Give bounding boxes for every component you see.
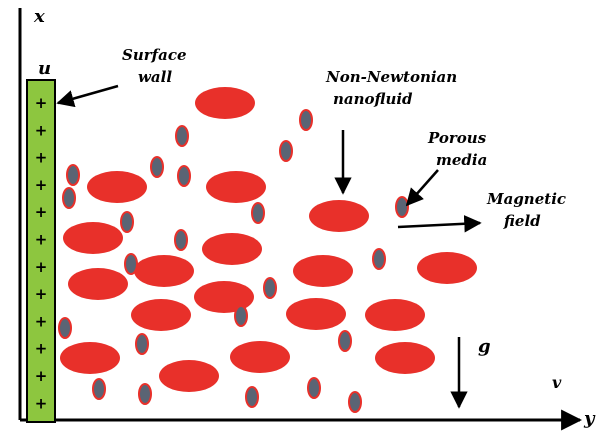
wall-plus-sign: + [35,258,48,276]
porous-media-particle [396,197,408,217]
wall-plus-sign: + [35,285,48,303]
porous-media-particle [235,306,247,326]
nanoparticle [63,222,123,254]
wall-plus-sign: + [35,394,48,412]
u-label: u [38,58,51,79]
porous-media-particle [300,110,312,130]
porous-media-particle [176,126,188,146]
porous-media-particle [125,254,137,274]
porous-media-particle [178,166,190,186]
nanoparticle [134,255,194,287]
porous-media-label-line1: Porous [427,129,487,147]
magnetic-field-label-line1: Magnetic [486,190,566,208]
porous-media-particle [63,188,75,208]
porous-media-arrow [407,170,438,205]
gravity-label: g [478,336,491,357]
nanoparticle [365,299,425,331]
wall-plus-sign: + [35,312,48,330]
porous-media-label-line2: media [436,151,487,169]
wall-plus-sign: + [35,94,48,112]
surface-wall-label-line2: wall [138,68,172,86]
porous-media-particle [175,230,187,250]
nanoparticle [375,342,435,374]
nanoparticle [60,342,120,374]
nanofluid-label-line2: nanofluid [333,90,413,108]
wall-plus-sign: + [35,367,48,385]
wall-plus-sign: + [35,121,48,139]
porous-media-particle [151,157,163,177]
nanoparticles [60,87,477,392]
nanoparticle [68,268,128,300]
nanoparticle [202,233,262,265]
porous-media-particle [308,378,320,398]
wall-plus-sign: + [35,176,48,194]
nanoparticle [131,299,191,331]
porous-media-particle [280,141,292,161]
x-axis-label: x [33,6,45,27]
wall-plus-sign: + [35,203,48,221]
nanoparticle [286,298,346,330]
porous-media-particle [121,212,133,232]
wall-plus-sign: + [35,231,48,249]
nanoparticle [309,200,369,232]
nanoparticle [195,87,255,119]
porous-media-particle [339,331,351,351]
nanoparticle [230,341,290,373]
porous-media-particle [136,334,148,354]
nanoparticle [206,171,266,203]
y-axis-label: y [583,408,596,429]
porous-media-particle [67,165,79,185]
magnetic-field-label-line2: field [503,212,541,230]
wall-plus-sign: + [35,340,48,358]
porous-media-particle [59,318,71,338]
porous-media-particle [373,249,385,269]
nanoparticle [293,255,353,287]
surface-wall-label-line1: Surface [122,46,187,64]
nanofluid-label-line1: Non-Newtonian [325,68,457,86]
porous-media-particle [349,392,361,412]
nanoparticle [87,171,147,203]
porous-media-particle [252,203,264,223]
porous-media-particle [93,379,105,399]
porous-media-particle [246,387,258,407]
nanoparticle [417,252,477,284]
nanoparticle [159,360,219,392]
wall-plus-sign: + [35,149,48,167]
porous-media-particle [264,278,276,298]
surface-wall-arrow [58,86,118,103]
porous-media-particle [139,384,151,404]
magnetic-field-arrow [398,223,480,227]
v-label: v [552,373,562,392]
